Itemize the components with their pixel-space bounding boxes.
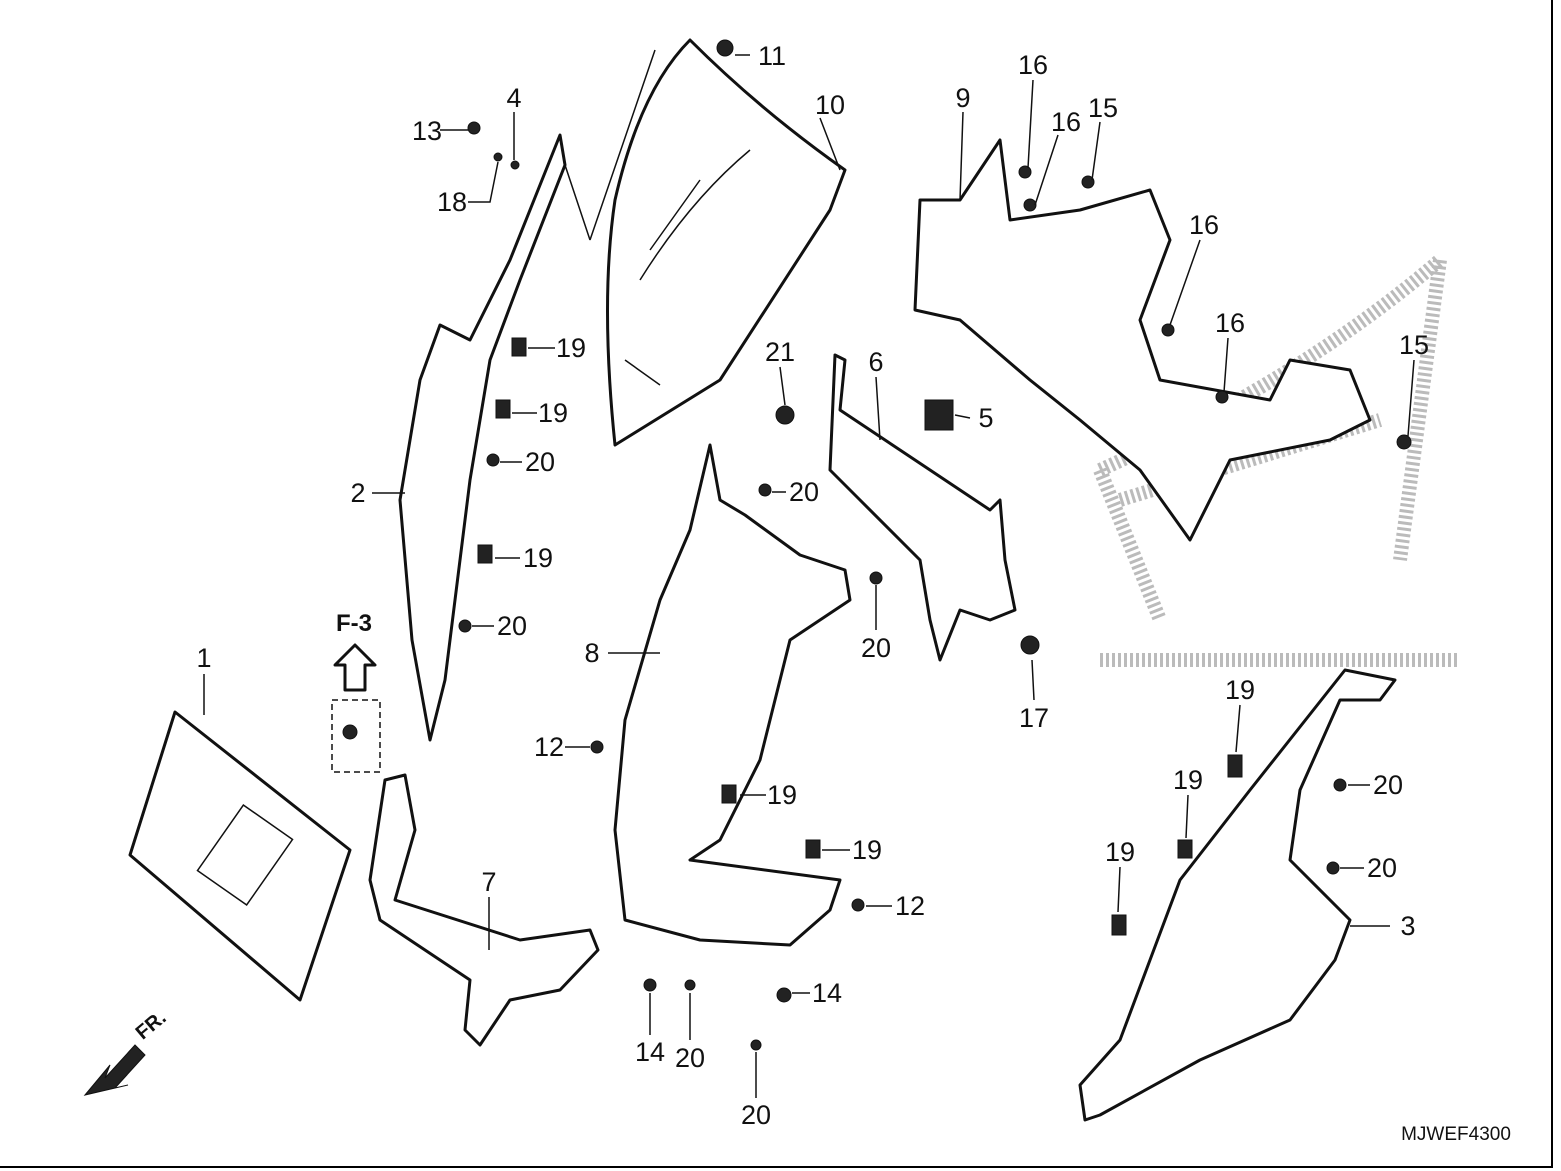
callout-16: 16 (1215, 308, 1245, 338)
callout-5: 5 (978, 403, 993, 433)
callout-20: 20 (1367, 853, 1397, 883)
honda-watermark-logo (1093, 254, 1460, 667)
callout-20: 20 (525, 447, 555, 477)
callout-19: 19 (538, 398, 568, 428)
callout-20: 20 (861, 633, 891, 663)
callout-14: 14 (635, 1037, 665, 1067)
part-3-side-cowl-right[interactable] (1078, 668, 1397, 1122)
front-direction-arrow (83, 1044, 146, 1096)
front-marker-label: FR. (132, 1007, 171, 1045)
callout-21: 21 (765, 337, 795, 367)
part-9-upper-stay[interactable] (913, 138, 1372, 542)
callout-2: 2 (350, 478, 365, 508)
fasteners (342, 39, 1412, 1051)
callout-18: 18 (437, 187, 467, 217)
callout-3: 3 (1400, 911, 1415, 941)
callout-15: 15 (1088, 93, 1118, 123)
callout-19: 19 (1225, 675, 1255, 705)
callout-20: 20 (1373, 770, 1403, 800)
section-arrow-up (333, 643, 377, 692)
callout-19: 19 (1173, 765, 1203, 795)
reference-code: MJWEF4300 (1401, 1124, 1511, 1145)
leader-lines (203, 49, 1415, 1098)
callout-8: 8 (584, 638, 599, 668)
callout-19: 19 (767, 780, 797, 810)
callout-20: 20 (741, 1100, 771, 1130)
part-10-windscreen[interactable] (606, 38, 847, 447)
part-7-bracket[interactable] (368, 773, 600, 1047)
callout-6: 6 (868, 347, 883, 377)
callout-4: 4 (506, 83, 521, 113)
callout-labels: 11 10 9 16 16 15 16 16 15 13 4 18 19 19 … (132, 41, 1511, 1145)
callout-12: 12 (534, 732, 564, 762)
callout-19: 19 (1105, 837, 1135, 867)
section-ref-label: F-3 (336, 610, 372, 637)
callout-17: 17 (1019, 703, 1049, 733)
callout-16: 16 (1018, 50, 1048, 80)
callout-12: 12 (895, 891, 925, 921)
callout-20: 20 (675, 1043, 705, 1073)
part-1-meter-panel[interactable] (128, 710, 352, 1002)
callout-13: 13 (412, 116, 442, 146)
callout-1: 1 (196, 643, 211, 673)
callout-7: 7 (481, 867, 496, 897)
callout-19: 19 (852, 835, 882, 865)
callout-19: 19 (523, 543, 553, 573)
callout-19: 19 (556, 333, 586, 363)
callout-9: 9 (955, 83, 970, 113)
callout-10: 10 (815, 90, 845, 120)
callout-14: 14 (812, 978, 842, 1008)
callout-15: 15 (1399, 330, 1429, 360)
callout-11: 11 (758, 41, 786, 71)
callout-16: 16 (1189, 210, 1219, 240)
callout-20: 20 (497, 611, 527, 641)
callout-16: 16 (1051, 107, 1081, 137)
callout-20: 20 (789, 477, 819, 507)
part-8-inner-cover[interactable] (613, 443, 852, 947)
part-2-side-cowl[interactable] (398, 133, 567, 742)
part-6-stay[interactable] (828, 353, 1017, 662)
